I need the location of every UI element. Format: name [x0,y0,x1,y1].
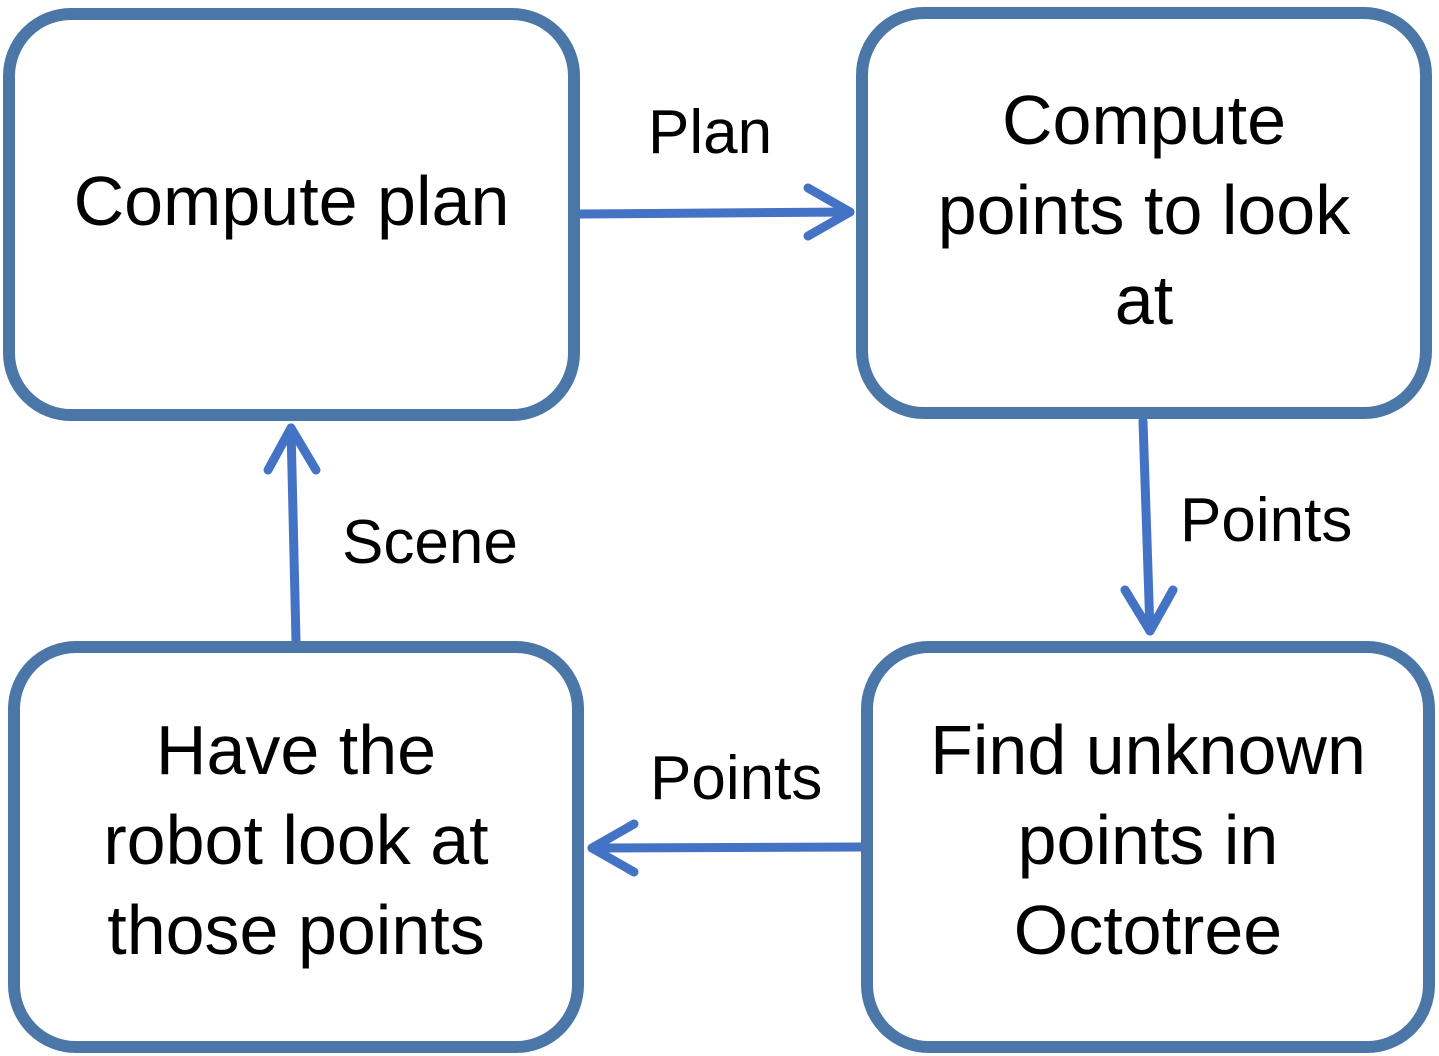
arrow-scene-head [263,423,321,475]
arrow-scene-line [286,423,301,646]
arrow-points-right-head [1120,585,1178,636]
node-find-unknown-label: Find unknown points in Octotree [930,711,1366,969]
node-compute-plan: Compute plan [3,8,580,421]
edge-label-points-right: Points [1180,486,1353,555]
node-have-robot-label: Have the robot look at those points [103,711,489,969]
arrow-points-right-line [1138,416,1155,636]
node-compute-plan-label: Compute plan [73,161,510,240]
edge-label-points-bottom: Points [650,744,823,813]
arrow-plan-line [575,207,855,219]
node-compute-points: Compute points to look at [856,7,1432,419]
node-have-robot: Have the robot look at those points [8,641,584,1053]
arrow-points-bottom-head [587,819,639,877]
edge-label-plan: Plan [648,98,773,167]
node-compute-points-label: Compute points to look at [937,81,1351,339]
arrow-plan-head [803,183,855,241]
arrow-points-bottom-line [587,842,866,853]
node-find-unknown: Find unknown points in Octotree [861,641,1435,1053]
edge-label-scene: Scene [342,508,518,577]
